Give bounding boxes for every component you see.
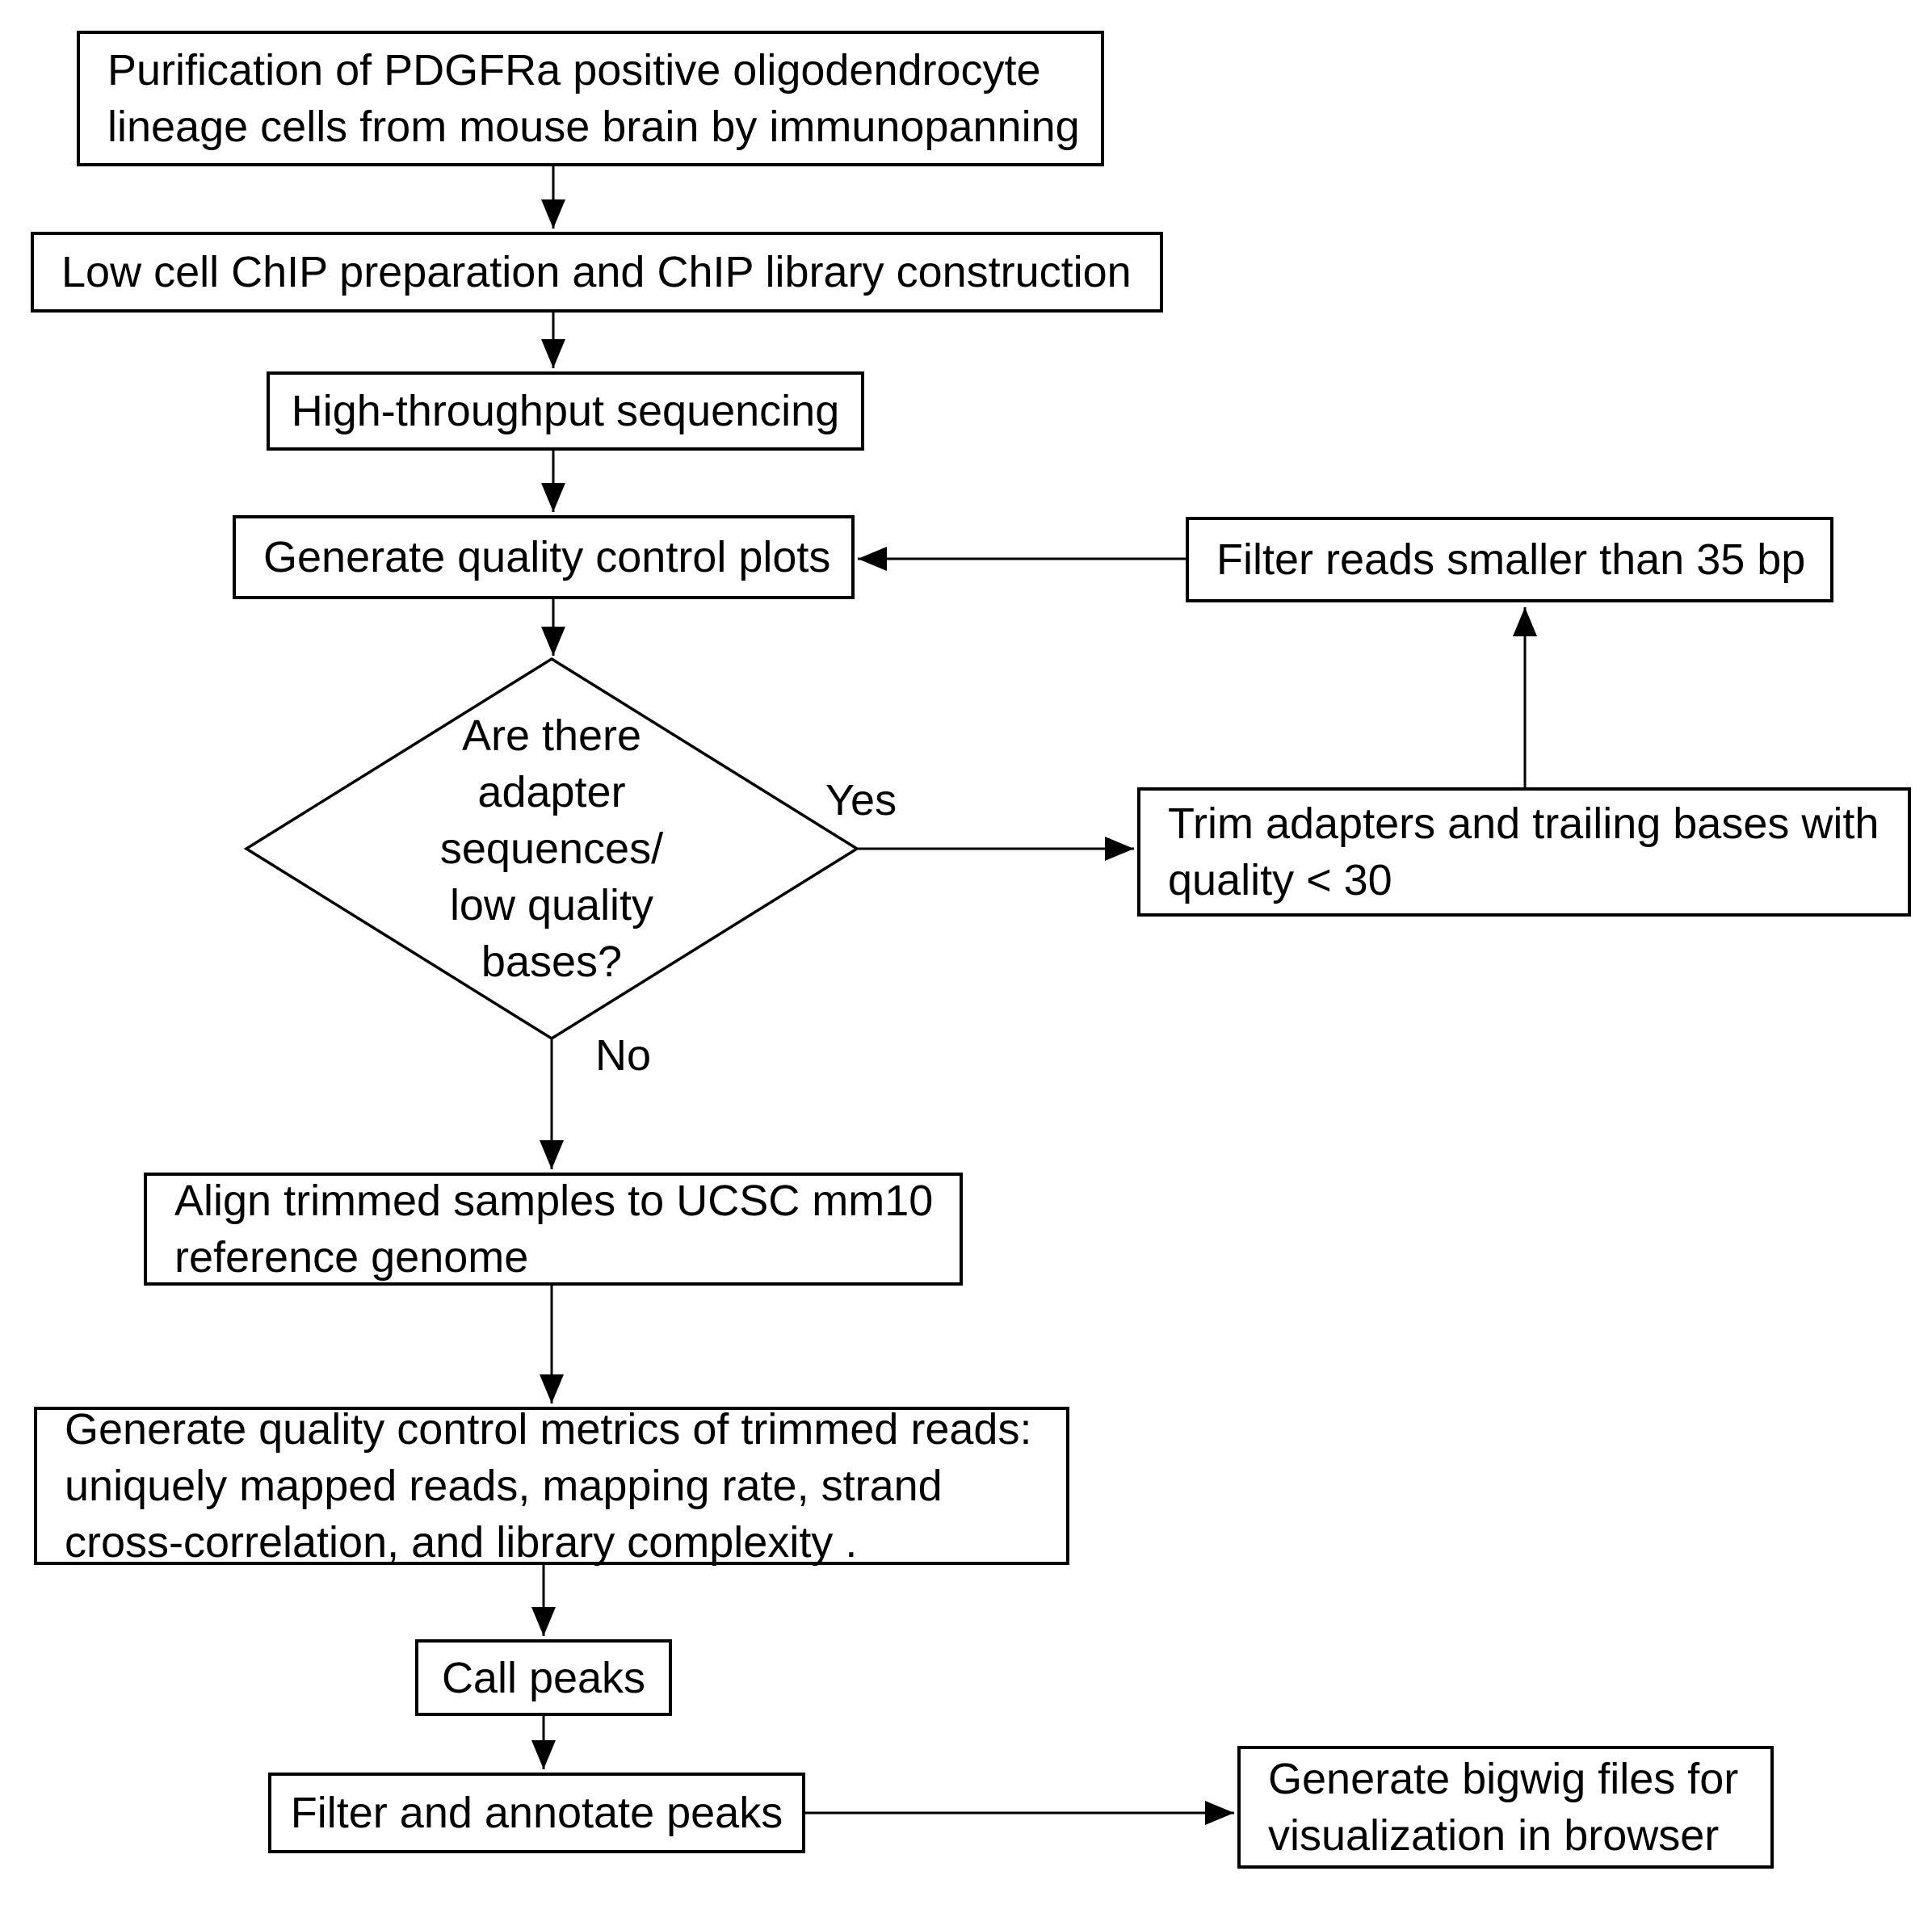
node-trim: Trim adapters and trailing bases with qu… (1137, 787, 1911, 917)
node-filter-annotate-line: Filter and annotate peaks (290, 1789, 783, 1837)
node-trim-line: Trim adapters and trailing bases with (1168, 799, 1880, 848)
node-decision-line: Are there (461, 711, 642, 760)
node-align-line: Align trimmed samples to UCSC mm10 (174, 1177, 934, 1225)
node-bigwig-line: Generate bigwig files for (1268, 1755, 1739, 1803)
node-filter-annotate: Filter and annotate peaks (268, 1773, 805, 1853)
node-qc-metrics-line: Generate quality control metrics of trim… (65, 1405, 1032, 1454)
node-low-cell-chip: Low cell ChIP preparation and ChIP libra… (31, 232, 1163, 313)
node-trim-line: quality < 30 (1168, 856, 1392, 904)
node-decision-line: bases? (481, 938, 623, 986)
node-decision-line: low quality (449, 881, 654, 929)
node-align-line: reference genome (174, 1233, 529, 1282)
node-qc-metrics: Generate quality control metrics of trim… (34, 1405, 1069, 1567)
node-call-peaks: Call peaks (415, 1639, 672, 1716)
node-purification-line: Purification of PDGFRa positive oligoden… (107, 46, 1041, 94)
node-qc-metrics-line: uniquely mapped reads, mapping rate, str… (65, 1462, 943, 1510)
edge-label-yes: Yes (825, 776, 897, 824)
node-decision-line: sequences/ (439, 824, 664, 873)
node-bigwig-line: visualization in browser (1268, 1811, 1720, 1860)
node-qc-plots-line: Generate quality control plots (263, 533, 831, 581)
edge-label-no: No (595, 1031, 652, 1080)
node-low-cell-chip-line: Low cell ChIP preparation and ChIP libra… (61, 248, 1132, 296)
node-decision-label: Are there adapter sequences/ low quality… (350, 667, 754, 1030)
node-filter-reads: Filter reads smaller than 35 bp (1186, 517, 1833, 602)
node-filter-reads-line: Filter reads smaller than 35 bp (1216, 535, 1806, 584)
node-sequencing: High-throughput sequencing (267, 371, 864, 451)
node-qc-metrics-line: cross-correlation, and library complexit… (65, 1518, 858, 1567)
node-sequencing-line: High-throughput sequencing (291, 387, 840, 435)
node-decision-line: adapter (477, 768, 626, 816)
node-align: Align trimmed samples to UCSC mm10 refer… (144, 1173, 963, 1286)
node-purification-line: lineage cells from mouse brain by immuno… (107, 103, 1080, 151)
node-call-peaks-line: Call peaks (441, 1653, 646, 1702)
node-bigwig: Generate bigwig files for visualization … (1237, 1746, 1774, 1869)
node-purification: Purification of PDGFRa positive oligoden… (77, 31, 1104, 166)
node-qc-plots: Generate quality control plots (233, 515, 855, 599)
